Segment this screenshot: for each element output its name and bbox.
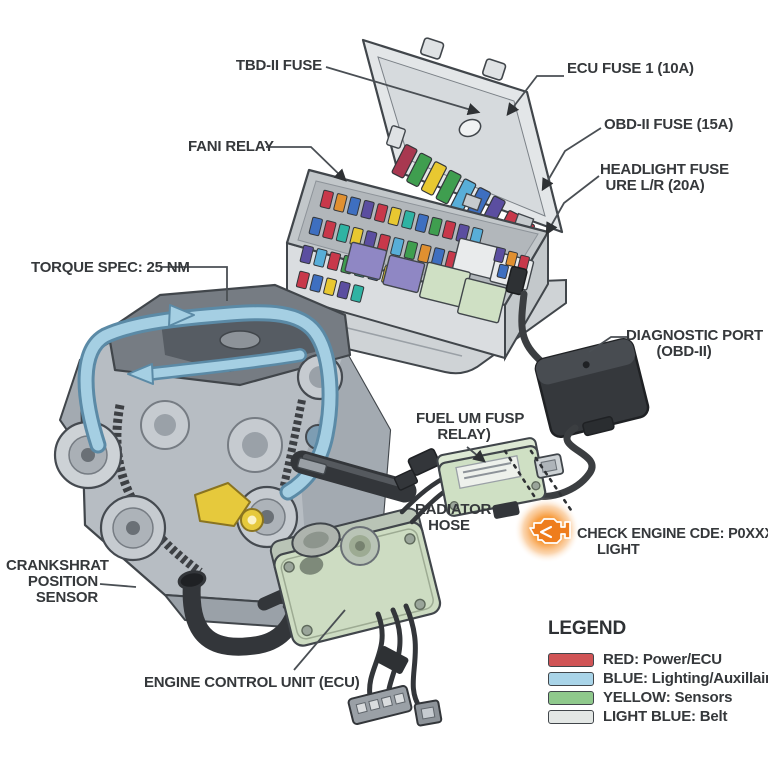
- relay-side-connector: [533, 453, 565, 479]
- obd-cable-upper: [518, 290, 547, 367]
- label-fuel-pump-relay: FUEL UM FUSP RELAY): [416, 410, 525, 443]
- label-obd-fuse: OBD-II FUSE (15A): [604, 116, 734, 133]
- legend-label-lightblue: LIGHT BLUE: Belt: [603, 708, 728, 725]
- fuse-box: [278, 37, 567, 375]
- label-engine-control-unit: ENGINE CONTROL UNIT (ECU): [144, 674, 360, 691]
- leader-headlight-fuse: [545, 175, 600, 236]
- label-check-engine: CHECK ENGINE CDE: P0XXX LIGHT: [577, 526, 768, 558]
- legend-title: LEGEND: [548, 618, 626, 639]
- dashed-leader-check-engine: [529, 449, 575, 515]
- label-headlight-fuse-line2: URE L/R (20A): [605, 177, 705, 194]
- label-radiator-hose-line1: RADIATOR: [415, 501, 492, 518]
- relay-bottom-connector: [492, 501, 520, 519]
- leader-engine-control-unit: [293, 609, 346, 671]
- label-diagnostic-port-line2: (OBD-II): [656, 343, 712, 360]
- lid-mount-hole: [458, 118, 482, 138]
- dashed-leader-check-engine: [503, 449, 538, 501]
- label-ecu-fuse: ECU FUSE 1 (10A): [567, 60, 694, 77]
- label-fan-relay: FANI RELAY: [188, 138, 274, 155]
- leader-obd-fuse: [541, 127, 602, 192]
- legend-row-red: RED: Power/ECU: [548, 650, 768, 669]
- label-headlight-fuse-line1: HEADLIGHT FUSE: [600, 161, 729, 178]
- legend: LEGEND RED: Power/ECU BLUE: Lighting/Aux…: [548, 618, 768, 726]
- legend-swatch-red: [548, 652, 594, 667]
- relay-plug: [407, 448, 441, 476]
- label-crankshaft-line1: CRANKSHRAT: [6, 557, 109, 574]
- leader-fan-relay: [266, 146, 347, 182]
- leader-fuel-pump-relay: [466, 446, 486, 463]
- label-crankshaft-line2: POSITION: [27, 573, 98, 590]
- label-diagnostic-port: DIAGNOSTIC PORT (OBD-II): [626, 327, 764, 360]
- ecu-top-cylinder: [291, 522, 380, 566]
- radiator-hose-upper: [290, 450, 417, 503]
- ecu-connector: [347, 684, 413, 726]
- timing-belt: [264, 399, 306, 547]
- label-crankshaft-sensor: CRANKSHRAT POSITION SENSOR: [6, 557, 109, 606]
- legend-swatch-lightblue: [548, 709, 594, 724]
- leader-tbd-fuse: [325, 66, 481, 116]
- obd-cable-lower: [530, 424, 596, 500]
- label-fuel-pump-relay-line2: RELAY): [437, 426, 491, 443]
- ecu-connector-small: [413, 699, 443, 727]
- leader-ecu-fuse: [506, 75, 564, 117]
- legend-swatch-blue: [548, 671, 594, 686]
- belt-direction-arrow-icon: [127, 363, 154, 385]
- check-engine-icon: [529, 518, 571, 544]
- ecu-module: [257, 507, 443, 727]
- leader-diagnostic-port: [588, 336, 627, 353]
- label-tbd-fuse: TBD-II FUSE: [235, 57, 322, 74]
- legend-label-yellow: YELLOW: Sensors: [603, 689, 733, 706]
- wire-sleeve: [375, 646, 409, 674]
- legend-row-yellow: YELLOW: Sensors: [548, 688, 768, 707]
- legend-swatch-yellow: [548, 690, 594, 705]
- leader-lines: [99, 66, 627, 671]
- label-check-engine-line2: LIGHT: [597, 542, 640, 558]
- oil-cap: [219, 330, 261, 350]
- fuel-pump-relay-module: [393, 437, 565, 525]
- box-output-connector: [505, 265, 528, 296]
- box-relays: [344, 237, 535, 324]
- fuse-box-lid: [361, 37, 564, 251]
- label-radiator-hose: RADIATOR HOSE: [415, 501, 492, 534]
- label-crankshaft-line3: SENSOR: [35, 589, 98, 606]
- serpentine-belt: [77, 304, 339, 501]
- label-radiator-hose-line2: HOSE: [428, 517, 470, 534]
- timing-belt: [112, 404, 203, 576]
- legend-label-red: RED: Power/ECU: [603, 651, 722, 668]
- box-small-fuses-right: [493, 246, 530, 283]
- label-check-engine-line1: CHECK ENGINE CDE: P0XXX: [577, 526, 768, 542]
- fuse-box-body: [278, 168, 567, 375]
- label-fuel-pump-relay-line1: FUEL UM FUSP: [416, 410, 525, 427]
- lid-hinge: [461, 192, 483, 212]
- leader-torque-spec: [162, 266, 228, 301]
- belt-direction-arrow-icon: [168, 304, 195, 327]
- label-torque-spec: TORQUE SPEC: 25 NM: [31, 259, 190, 276]
- leader-crankshaft-sensor: [99, 583, 137, 588]
- check-engine-light: [514, 497, 580, 563]
- dashed-leaders: [503, 449, 575, 515]
- label-headlight-fuse: HEADLIGHT FUSE URE L/R (20A): [600, 161, 729, 194]
- legend-row-blue: BLUE: Lighting/Auxillairy: [548, 669, 768, 688]
- legend-row-lightblue: LIGHT BLUE: Belt: [548, 707, 768, 726]
- legend-label-blue: BLUE: Lighting/Auxillairy: [603, 670, 768, 687]
- relay-plug: [393, 469, 419, 491]
- yellow-bracket: [194, 482, 264, 532]
- label-diagnostic-port-line1: DIAGNOSTIC PORT: [626, 327, 764, 344]
- diagnostic-port-box: [534, 337, 650, 439]
- lid-latch-icon: [386, 37, 507, 149]
